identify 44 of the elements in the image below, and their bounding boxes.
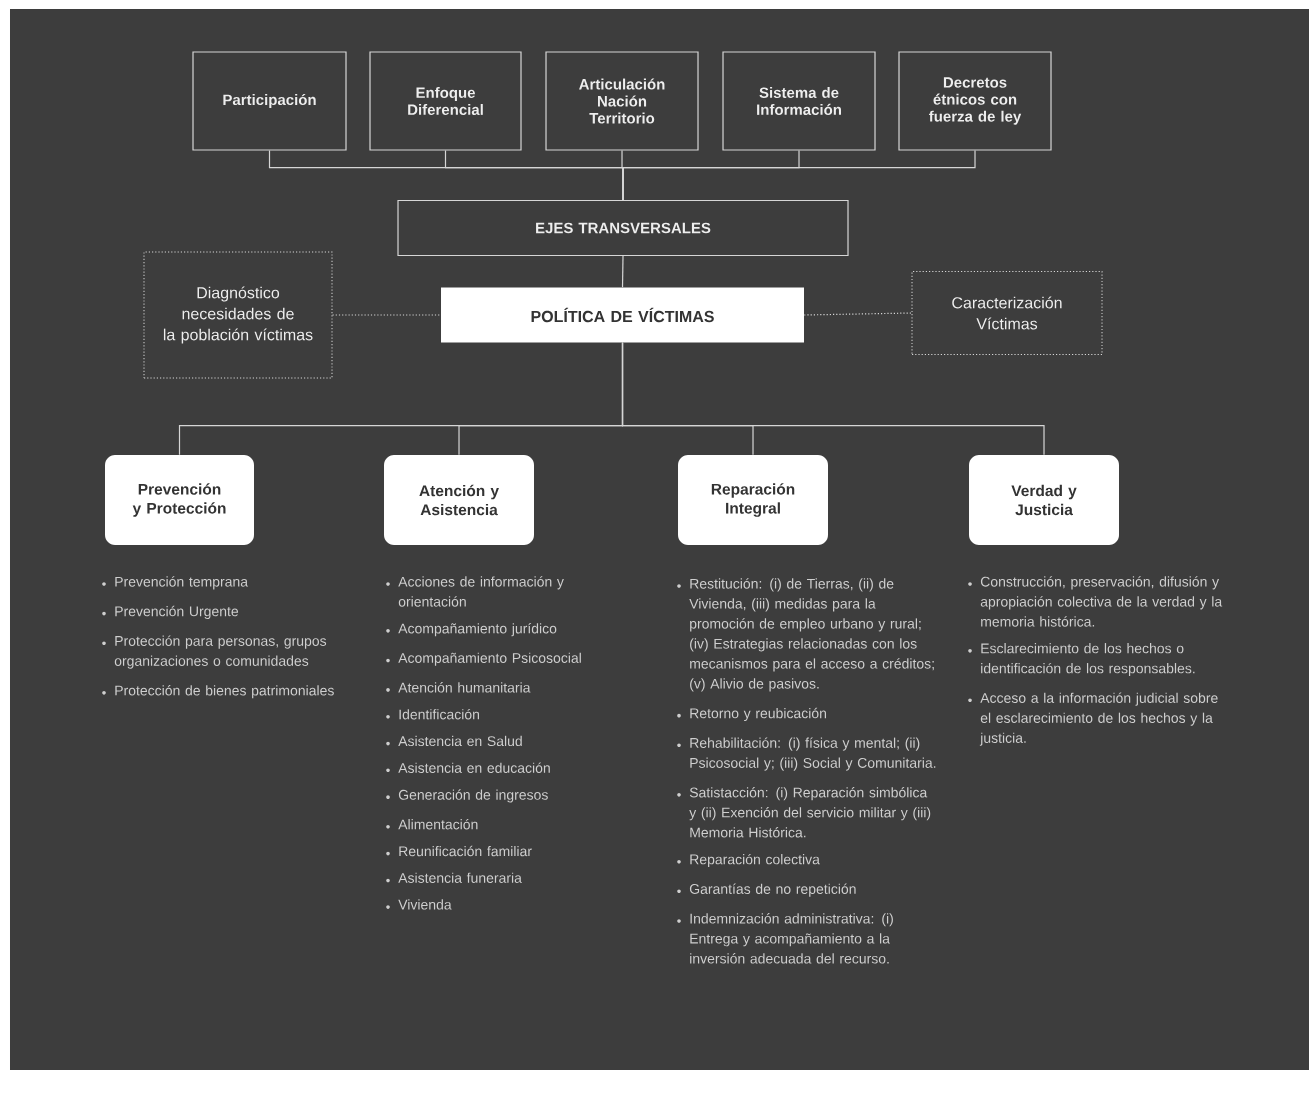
list-item: Indemnización administrativa: (i) Entrega y acompañamiento a la inversión adecuada del recurso. [690,913,893,964]
connector [803,312,913,316]
list-item: Rehabilitación: (i) física y mental; (ii) Psicosocial y; (iii) Social y Comunitaria. [690,737,936,771]
list-item: Satistacción: (i) Reparación simbólica y (ii) Exención del servicio militar y (iii) Memoria Histórica. [689,787,931,838]
dotted-box: Diagnóstico necesidades de la población víctimas [143,251,333,379]
list-item: Asistencia en Salud [398,735,522,747]
rounded-box: Atención y Asistencia [384,455,534,545]
list-item: Reparación colectiva [690,853,820,868]
list-item: Acompañamiento jurídico [398,623,557,637]
list-item: Garantías de no repetición [689,883,856,897]
list-item: Prevención temprana [115,576,249,590]
axis-box: Enfoque Diferencial [369,51,522,151]
list-item: Construcción, preservación, difusión y apropiación colectiva de la verdad y la memoria histórica. [980,576,1223,627]
heading-box: EJES TRANSVERSALES [397,199,849,257]
list-item: Atención humanitaria [398,682,531,693]
dotted-box: Caracterización Víctimas [911,271,1103,355]
connector [622,150,976,201]
axis-box: Sistema de Información [722,51,876,151]
list-item: Asistencia en educación [398,762,550,773]
list-item: Esclarecimiento de los hechos o identificación de los responsables. [981,643,1195,677]
list-item: Alimentación [398,818,478,830]
axis-box: Participación [192,51,347,151]
title-box: POLÍTICA DE VÍCTIMAS [441,287,804,343]
list-item: Acciones de información y orientación [398,576,564,607]
list-item: Restitución: (i) de Tierras, (ii) de Vivienda, (iii) medidas para la promoción de empleo urbano y rural; (iv) Estrategias relacionadas con los mecanismos para el acceso a créditos; (v) Alivio de pasivos. [689,578,934,692]
connector [331,314,442,316]
list-item: Vivienda [398,899,452,910]
list-item: Protección para personas, grupos organizaciones o comunidades [114,635,327,669]
list-item: Acceso a la información judicial sobre el esclarecimiento de los hechos y la justicia. [979,692,1218,746]
axis-box: Articulación Nación Territorio [545,51,699,151]
list-item: Retorno y reubicación [690,707,826,722]
list-item: Prevención Urgente [115,605,239,620]
rounded-box: Verdad y Justicia [969,455,1119,545]
list-item: Protección de bienes patrimoniales [115,685,334,699]
list-item: Generación de ingresos [398,789,548,803]
list-item: Identificación [399,708,479,720]
connector [621,255,624,288]
list-item: Asistencia funeraria [398,872,522,883]
rounded-box: Prevención y Protección [105,455,254,545]
list-item: Reunificación familiar [399,845,532,857]
axis-box: Decretos étnicos con fuerza de ley [898,51,1052,151]
list-item: Acompañamiento Psicosocial [398,652,581,666]
rounded-box: Reparación Integral [678,455,828,545]
connector [621,342,1045,456]
